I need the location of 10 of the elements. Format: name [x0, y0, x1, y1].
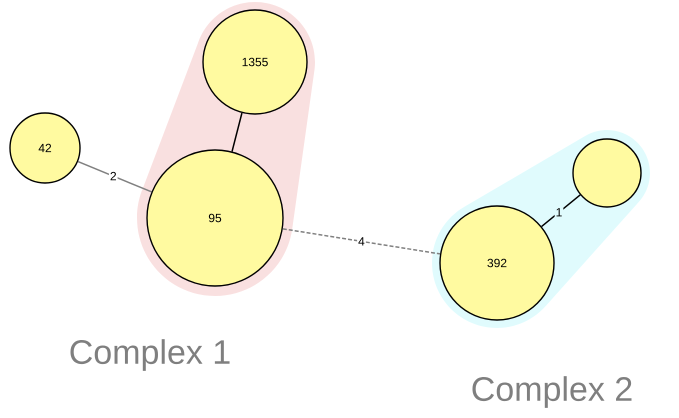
edge-label: 1	[554, 207, 564, 218]
edge-label: 4	[357, 236, 366, 246]
connector-line	[78, 160, 152, 193]
connector-line	[282, 228, 440, 255]
complex-label: Complex 1	[70, 339, 230, 371]
connector-line	[231, 112, 243, 152]
empty-circle	[572, 138, 642, 208]
edge-label: 2	[108, 170, 118, 182]
connector-line	[541, 194, 581, 228]
complex-label: Complex 2	[472, 376, 632, 408]
